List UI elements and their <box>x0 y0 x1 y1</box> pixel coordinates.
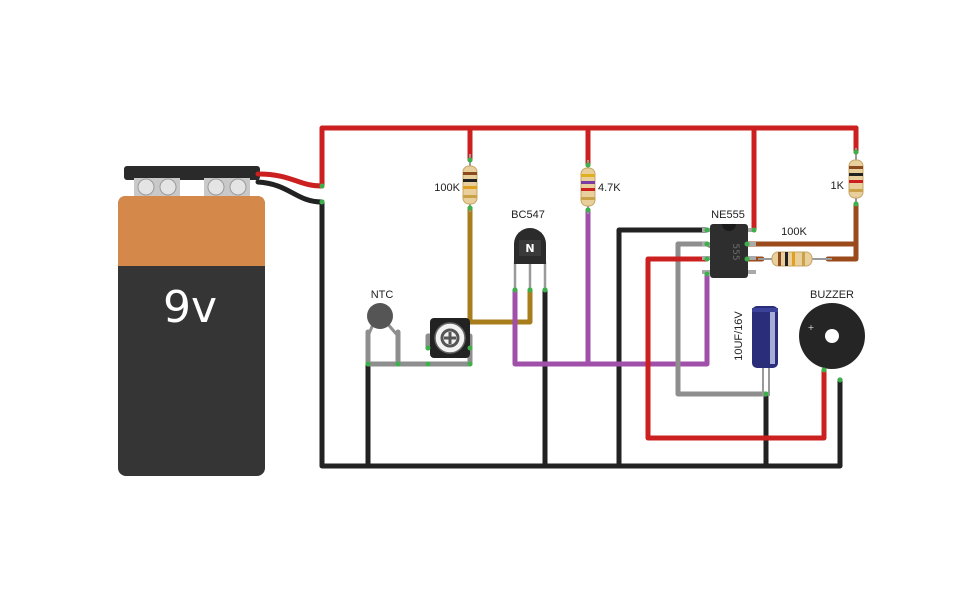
olive-wire <box>467 205 533 325</box>
battery: 9v <box>118 166 325 476</box>
battery-top-band <box>118 196 265 266</box>
ntc-thermistor: NTC <box>366 289 400 337</box>
resistor-1k-label: 1K <box>831 180 845 192</box>
battery-cap <box>124 166 260 180</box>
battery-black-lead <box>255 179 325 205</box>
trimmer-potentiometer <box>430 318 470 358</box>
resistor-100k-horizontal-label: 100K <box>781 226 807 238</box>
transistor-mark: N <box>525 242 534 255</box>
resistor-4-7k-label: 4.7K <box>598 182 621 194</box>
ic-chip-marking: 555 <box>730 243 740 260</box>
capacitor-label: 10UF/16V <box>733 311 745 361</box>
buzzer-label: BUZZER <box>810 289 854 301</box>
resistor-100k-horizontal: 100K <box>758 226 832 267</box>
resistor-1k: 1K <box>831 148 864 206</box>
transistor-label: BC547 <box>511 209 545 221</box>
junction-nodes <box>319 149 859 397</box>
buzzer-red-wire <box>645 256 827 441</box>
resistor-4-7k: 4.7K <box>580 160 621 214</box>
resistor-100k-label: 100K <box>434 182 460 194</box>
ground-rail <box>319 199 843 469</box>
resistor-100k: 100K <box>434 154 478 212</box>
battery-red-lead <box>255 171 325 189</box>
battery-label: 9v <box>163 282 217 333</box>
transistor-bc547: N BC547 <box>511 209 547 292</box>
purple-wire <box>512 207 710 367</box>
buzzer: + BUZZER <box>799 289 865 369</box>
battery-negative-terminal <box>134 178 180 196</box>
ic-label: NE555 <box>711 209 745 221</box>
electrolytic-capacitor: 10UF/16V <box>733 306 778 396</box>
ntc-label: NTC <box>371 289 394 301</box>
battery-positive-terminal <box>204 178 250 196</box>
buzzer-polarity: + <box>808 323 815 332</box>
